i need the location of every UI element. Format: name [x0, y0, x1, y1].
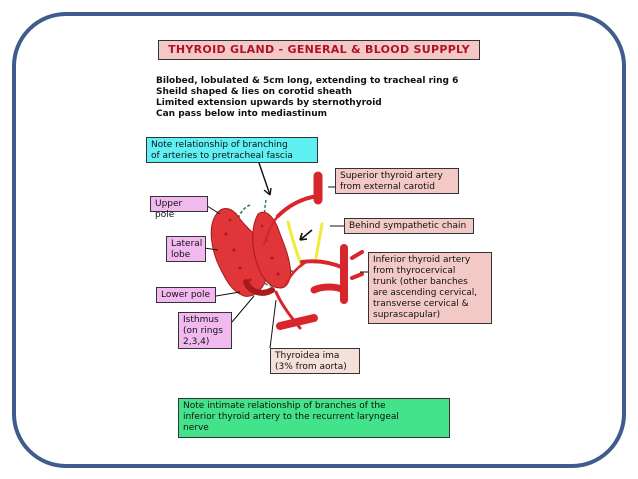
sympathetic-pointer-arrowhead	[299, 232, 308, 241]
thyroidea-ima-label: Thyroidea ima (3% from aorta)	[270, 348, 360, 374]
lateral-lobe-leader	[203, 247, 219, 251]
isthmus-label: Isthmus (on rings 2,3,4)	[178, 312, 232, 349]
gland-lobulation-texture	[224, 218, 280, 282]
lower-pole-label: Lower pole	[156, 287, 216, 303]
pretracheal-fascia-note: Note relationship of branching of arteri…	[146, 137, 318, 163]
thyroidea-ima-leader	[269, 299, 277, 349]
diagram-title: THYROID GLAND - GENERAL & BLOOD SUPPPLY	[158, 40, 480, 60]
transverse-cervical-branch	[350, 250, 364, 260]
intro-text: Bilobed, lobulated & 5cm long, extending…	[156, 76, 486, 120]
intro-line: Bilobed, lobulated & 5cm long, extending…	[156, 76, 459, 86]
intro-line: Limited extension upwards by sternothyro…	[156, 98, 382, 108]
isthmus-leader	[231, 295, 255, 323]
sympathetic-chain-label: Behind sympathetic chain	[344, 218, 474, 234]
subclavian-artery	[310, 283, 348, 294]
sympathetic-chain	[314, 222, 324, 260]
superior-thyroid-artery-label: Superior thyroid artery from external ca…	[335, 168, 459, 194]
pretracheal-pointer-arrowhead	[263, 187, 272, 196]
sympathetic-pointer-line	[299, 229, 313, 241]
recurrent-laryngeal-note: Note intimate relationship of branches o…	[178, 398, 450, 438]
suprascapular-branch	[350, 272, 364, 280]
pretracheal-pointer-line	[257, 159, 271, 196]
lower-pole-leader	[215, 291, 241, 297]
aortic-arch-segment	[276, 314, 318, 330]
inferior-thyroid-artery-label: Inferior thyroid artery from thyrocervic…	[368, 252, 492, 324]
intro-line: Can pass below into mediastinum	[156, 109, 327, 119]
upper-pole-label: Upper pole	[150, 196, 208, 220]
thyroid-isthmus	[243, 279, 275, 296]
intro-line: Sheild shaped & lies on corotid sheath	[156, 87, 352, 97]
superior-thyroid-branch	[262, 212, 282, 246]
inferior-thyroid-branch	[284, 260, 308, 286]
lateral-lobe-label: Lateral lobe	[166, 236, 206, 262]
